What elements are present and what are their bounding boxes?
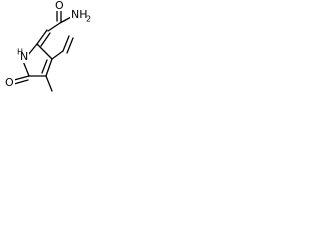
atom-labels: O NH 2 H N O [4,0,91,89]
bond-lactam-carbonyl-double-2 [13,79,29,85]
bond-ch2-carbonyl [47,22,61,32]
bond-ring-c5-n [27,43,38,56]
bond-ring-c3-c4-double-2 [41,59,48,74]
bond-vinyl-single [51,50,64,60]
bond-ring-c4-c5 [36,43,53,60]
bond-methyl [45,75,53,92]
amide-oxygen-label: O [55,0,64,12]
bond-lines [13,10,74,92]
bond-ring-n-c2 [22,60,30,77]
bond-vinyl-double-2 [66,37,74,54]
bond-exocyclic-double-1 [36,29,48,45]
ring-nitrogen-label: N [20,50,28,63]
lactam-oxygen-mask [4,77,15,89]
lactam-oxygen-label: O [5,76,14,89]
amide-nitrogen-subscript: 2 [86,15,91,24]
bond-ring-c3-c4-double-1 [45,58,53,77]
ring-nitrogen-mask [18,51,29,63]
amide-nitrogen-mask [70,9,91,23]
chemical-structure: O NH 2 H N O [4,0,91,92]
bond-vinyl-double-1 [62,35,70,52]
bond-lactam-carbonyl-double-1 [13,75,30,81]
bond-exocyclic-double-2 [40,32,51,47]
ring-nitrogen-hydrogen-label: H [17,48,23,57]
amide-oxygen-mask [54,1,64,11]
amide-nitrogen-label: NH [71,8,88,21]
